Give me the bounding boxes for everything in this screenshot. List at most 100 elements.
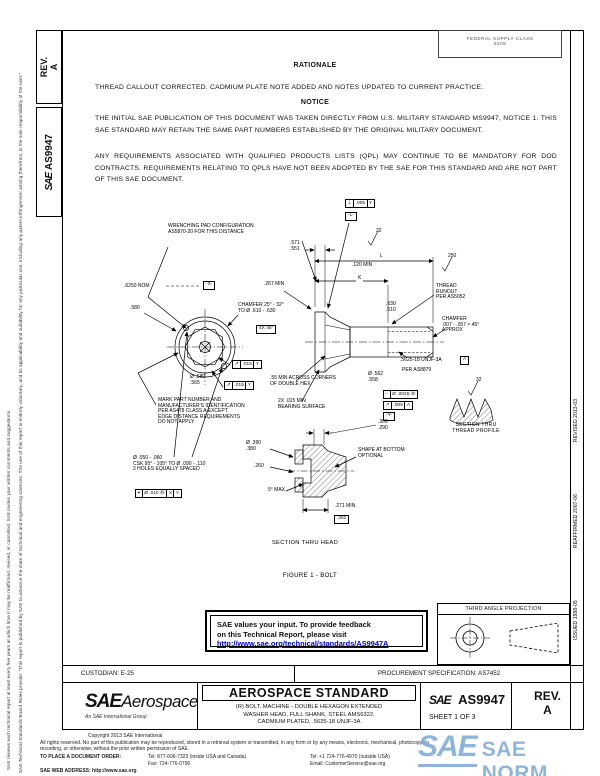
- section-head-caption: SECTION THRU HEAD: [271, 540, 339, 546]
- chamfer-45-note: 4X 45°: [256, 325, 277, 334]
- footer-tel-1: Tel: 877-606-7323 (inside USA and Canada…: [148, 754, 247, 760]
- rev-label: REV.: [534, 689, 561, 703]
- dim-L: L: [378, 253, 385, 260]
- thread-per-spec: PER AS8879: [402, 367, 432, 373]
- dim-300: .300 .290: [378, 419, 388, 431]
- dim-580: .580: [130, 305, 140, 311]
- across-corners-note: .55 MIN ACROSS CORNERS OF DOUBLE HEX: [270, 375, 337, 387]
- feedback-line2: on this Technical Report, please visit: [217, 629, 347, 639]
- thread-callout: .5625-18 UNJF-3A: [400, 357, 442, 363]
- watermark-text: SAE NORM: [481, 738, 548, 776]
- chamfer-front-note: CHAMFER 25° - 32° TO Ø .610 - .630: [238, 302, 284, 314]
- dim-K: K: [356, 275, 364, 282]
- watermark-sae-logo: SAE: [418, 730, 478, 767]
- feedback-line1: SAE values your input. To provide feedba…: [217, 620, 371, 629]
- section-thread-caption: SECTION THRU THREAD PROFILE: [452, 422, 500, 434]
- footer-web-address: SAE WEB ADDRESS: http://www.sae.org: [40, 768, 137, 774]
- revised-date: REVISED 2013-03: [573, 398, 579, 442]
- aerospace-standard-heading: AEROSPACE STANDARD: [202, 685, 416, 701]
- custodian-text: CUSTODIAN: E-25: [81, 670, 134, 677]
- docnum-side-value: AS9947: [43, 133, 55, 170]
- rev-side-label: REV.: [39, 56, 49, 78]
- finish-250: 250: [448, 253, 457, 259]
- doc-number-sae-logo: SAE: [429, 693, 452, 707]
- rationale-title: RATIONALE: [293, 62, 337, 69]
- custodian-cell: CUSTODIAN: E-25: [62, 665, 295, 683]
- datum-x-box: -X-: [203, 281, 216, 290]
- datum-y-box: -Y-: [383, 412, 395, 421]
- figure-1-linework: [137, 222, 494, 513]
- doc-number-cell: SAE AS9947 SHEET 1 OF 3: [420, 682, 512, 730]
- dim-390: Ø .390 .380: [246, 440, 262, 452]
- sae-logo-side: SAE: [43, 172, 55, 191]
- finish-32-head: 32: [376, 228, 382, 234]
- docnum-side-box: SAE AS9947: [36, 107, 62, 217]
- dim-head-od: Ø .580 .565: [190, 374, 206, 386]
- stamp-line2: 5306: [493, 42, 507, 47]
- notice-paragraph-2: ANY REQUIREMENTS ASSOCIATED WITH QUALIFI…: [95, 153, 557, 183]
- dim-630: .630 .610: [386, 301, 396, 313]
- footer-email: Email: CustomerService@sae.org: [310, 761, 386, 767]
- sae-aerospace-logo-sae: SAE: [85, 691, 122, 712]
- doc-number-value: AS9947: [458, 692, 506, 707]
- datum-a-flag: A: [460, 356, 470, 365]
- footer-fax: Fax: 724-776-0790: [148, 761, 191, 767]
- standard-title-cell: AEROSPACE STANDARD (R) BOLT, MACHINE - D…: [197, 682, 421, 730]
- footer-tel-2: Tel: +1 724-776-4970 (outside USA): [310, 754, 390, 760]
- issued-date: ISSUED 1998-05: [573, 600, 579, 640]
- feedback-box: SAE values your input. To provide feedba…: [205, 610, 428, 652]
- finish-32-thread: 32: [476, 377, 482, 383]
- document-description: (R) BOLT, MACHINE - DOUBLE HEXAGON EXTEN…: [235, 704, 383, 725]
- projection-label: THIRD ANGLE PROJECTION: [438, 604, 569, 615]
- wrenching-pad-note: WRENCHING PAD CONFIGURATION AS5870-20 FO…: [168, 223, 254, 235]
- projection-box: THIRD ANGLE PROJECTION: [437, 603, 570, 665]
- dim-267-min: .267 MIN: [264, 281, 285, 287]
- sae-aerospace-tagline: An SAE International Group: [85, 714, 147, 720]
- marking-note: MARK PART NUMBER AND MANUFACTURER'S IDEN…: [158, 397, 245, 426]
- footer-copyright: Copyright 2013 SAE International: [88, 733, 163, 739]
- feedback-link[interactable]: http://www.sae.org/technical/standards/A…: [217, 639, 389, 648]
- sae-aerospace-logo-cell: SAEAerospace An SAE International Group: [62, 682, 198, 730]
- dim-260: .260: [254, 463, 264, 469]
- sheet-number: SHEET 1 OF 3: [429, 714, 476, 721]
- sae-norm-watermark: SAE SAE NORM INTERNATIONAL STANDARD: [418, 730, 596, 776]
- sae-aerospace-logo-word: Aerospace: [121, 692, 198, 711]
- notice-paragraph-1: THE INITIAL SAE PUBLICATION OF THIS DOCU…: [95, 115, 557, 134]
- rev-side-box: REV. A: [36, 30, 62, 104]
- dim-271-min: .271 MIN: [335, 503, 356, 509]
- rev-side-value: A: [49, 63, 59, 71]
- hole-callout-note: Ø .050 - .060 CSK 95° - 105° TO Ø .090 -…: [133, 455, 206, 473]
- datum-l-box: -L-: [345, 212, 357, 221]
- notice-title: NOTICE: [300, 99, 330, 106]
- side-disclaimer-primary: SAE Technical Standards Board Rules prov…: [18, 72, 23, 773]
- dim-shank-dia: Ø .562 .558: [368, 371, 384, 383]
- procurement-text: PROCUREMENT SPECIFICATION: AS7452: [377, 670, 501, 677]
- chamfer-end-note: CHAMFER .007 - .057 × 45° APPROX: [442, 316, 480, 334]
- fcf-straightness: –Ø .0025 Ⓜ: [383, 390, 418, 399]
- footer-order-label: TO PLACE A DOCUMENT ORDER:: [40, 754, 122, 760]
- stamp-line1: FEDERAL SUPPLY CLASS: [466, 37, 534, 42]
- procurement-cell: PROCUREMENT SPECIFICATION: AS7452: [294, 665, 584, 683]
- rationale-body: THREAD CALLOUT CORRECTED. CADMIUM PLATE …: [95, 84, 484, 91]
- figure-caption: FIGURE 1 - BOLT: [282, 572, 338, 579]
- angle-5-max: 5° MAX: [268, 487, 286, 493]
- right-margin-line: [570, 30, 571, 730]
- dim-571: .571 .551: [290, 240, 300, 252]
- side-disclaimer-secondary: SAE reviews each technical report at lea…: [6, 409, 11, 770]
- thread-runout-note: THREAD RUNOUT PER AS5052: [436, 283, 466, 301]
- footer-rights-2: recording, or otherwise, without the pri…: [40, 746, 190, 752]
- rev-value: A: [543, 703, 552, 717]
- shape-bottom-note: SHAPE AT BOTTOM OPTIONAL: [358, 447, 405, 459]
- rev-cell: REV. A: [511, 682, 584, 730]
- footer-rights-1: All rights reserved. No part of this pub…: [40, 740, 431, 746]
- reaffirmed-date: REAFFIRMED 2007-06: [573, 493, 579, 548]
- bearing-surface-note: 2X .015 MIN BEARING SURFACE: [278, 398, 326, 410]
- dim-nominal: .6250 NOM: [124, 283, 150, 289]
- dim-252-basic: .252: [334, 515, 350, 524]
